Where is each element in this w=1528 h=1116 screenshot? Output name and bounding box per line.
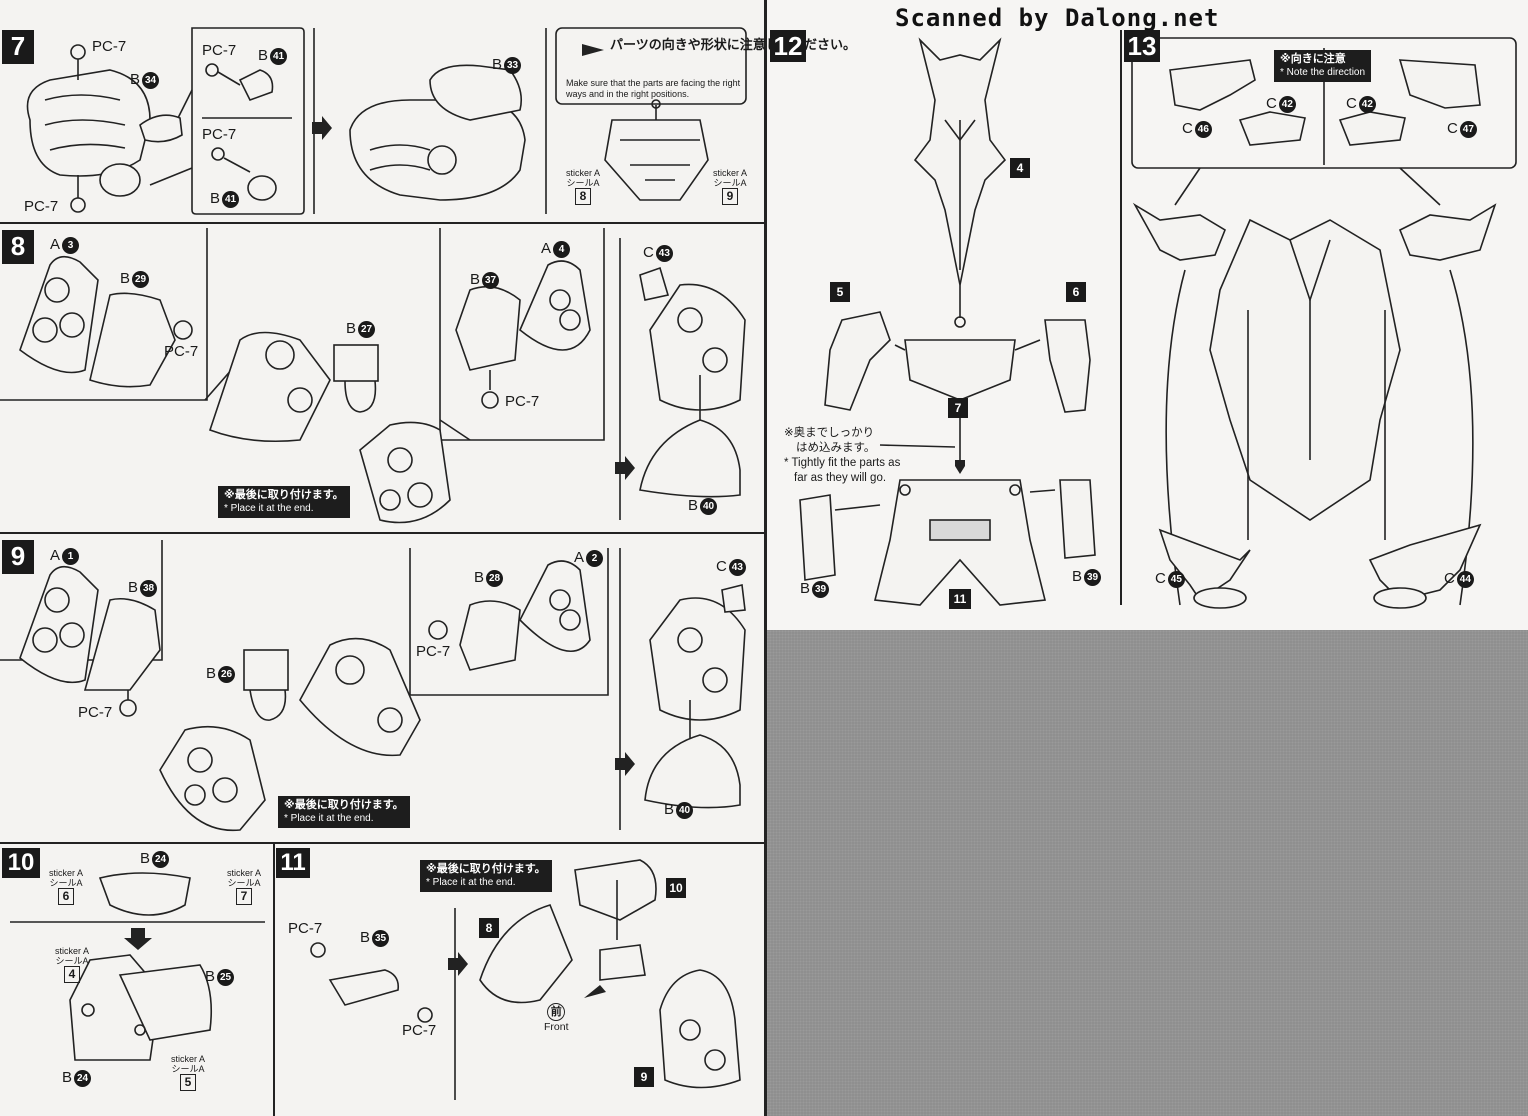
place-at-end-note: ※最後に取り付けます。* Place it at the end.: [218, 486, 350, 518]
step-number-13: 13: [1124, 30, 1160, 62]
ref-part-9: 9: [634, 1067, 654, 1087]
ref-part-5: 5: [830, 282, 850, 302]
label-pc7: PC-7: [164, 343, 199, 360]
divider-7-8: [0, 222, 764, 224]
caution-jp: パーツの向きや形状に注意してください。: [610, 37, 856, 52]
place-at-end-note: ※最後に取り付けます。* Place it at the end.: [278, 796, 410, 828]
place-at-end-note: ※最後に取り付けます。* Place it at the end.: [420, 860, 552, 892]
label-pc7: PC-7: [402, 1022, 437, 1039]
label-pc7: PC-7: [24, 198, 59, 215]
divider-10-11: [273, 842, 275, 1116]
step-number-8: 8: [2, 230, 34, 264]
page-spine: [764, 0, 767, 1116]
ref-part-7: 7: [948, 398, 968, 418]
label-pc7: PC-7: [202, 126, 237, 143]
label-pc7: PC-7: [505, 393, 540, 410]
label-pc7: PC-7: [92, 38, 127, 55]
ref-part-4: 4: [1010, 158, 1030, 178]
divider-12-13: [1120, 30, 1122, 605]
fit-note: ※奥までしっかりはめ込みます。* Tightly fit the parts a…: [784, 427, 901, 484]
step-number-9: 9: [2, 540, 34, 574]
label-pc7: PC-7: [288, 920, 323, 937]
ref-part-6: 6: [1066, 282, 1086, 302]
divider-9-10: [0, 842, 764, 844]
step-number-10: 10: [2, 848, 40, 878]
step-number-7: 7: [2, 30, 34, 64]
watermark: Scanned by Dalong.net: [895, 4, 1220, 32]
ref-part-10: 10: [666, 878, 686, 898]
caution-en: Make sure that the parts are facing the …: [566, 78, 741, 99]
blank-gray-area: [766, 630, 1528, 1116]
direction-note: ※向きに注意* Note the direction: [1274, 50, 1372, 82]
label-pc7: PC-7: [78, 704, 113, 721]
label-pc7: PC-7: [416, 643, 451, 660]
ref-part-11: 11: [949, 589, 971, 609]
label-pc7: PC-7: [202, 42, 237, 59]
divider-8-9: [0, 532, 764, 534]
step-number-12: 12: [770, 30, 806, 62]
ref-part-8: 8: [479, 918, 499, 938]
step-number-11: 11: [276, 848, 310, 878]
